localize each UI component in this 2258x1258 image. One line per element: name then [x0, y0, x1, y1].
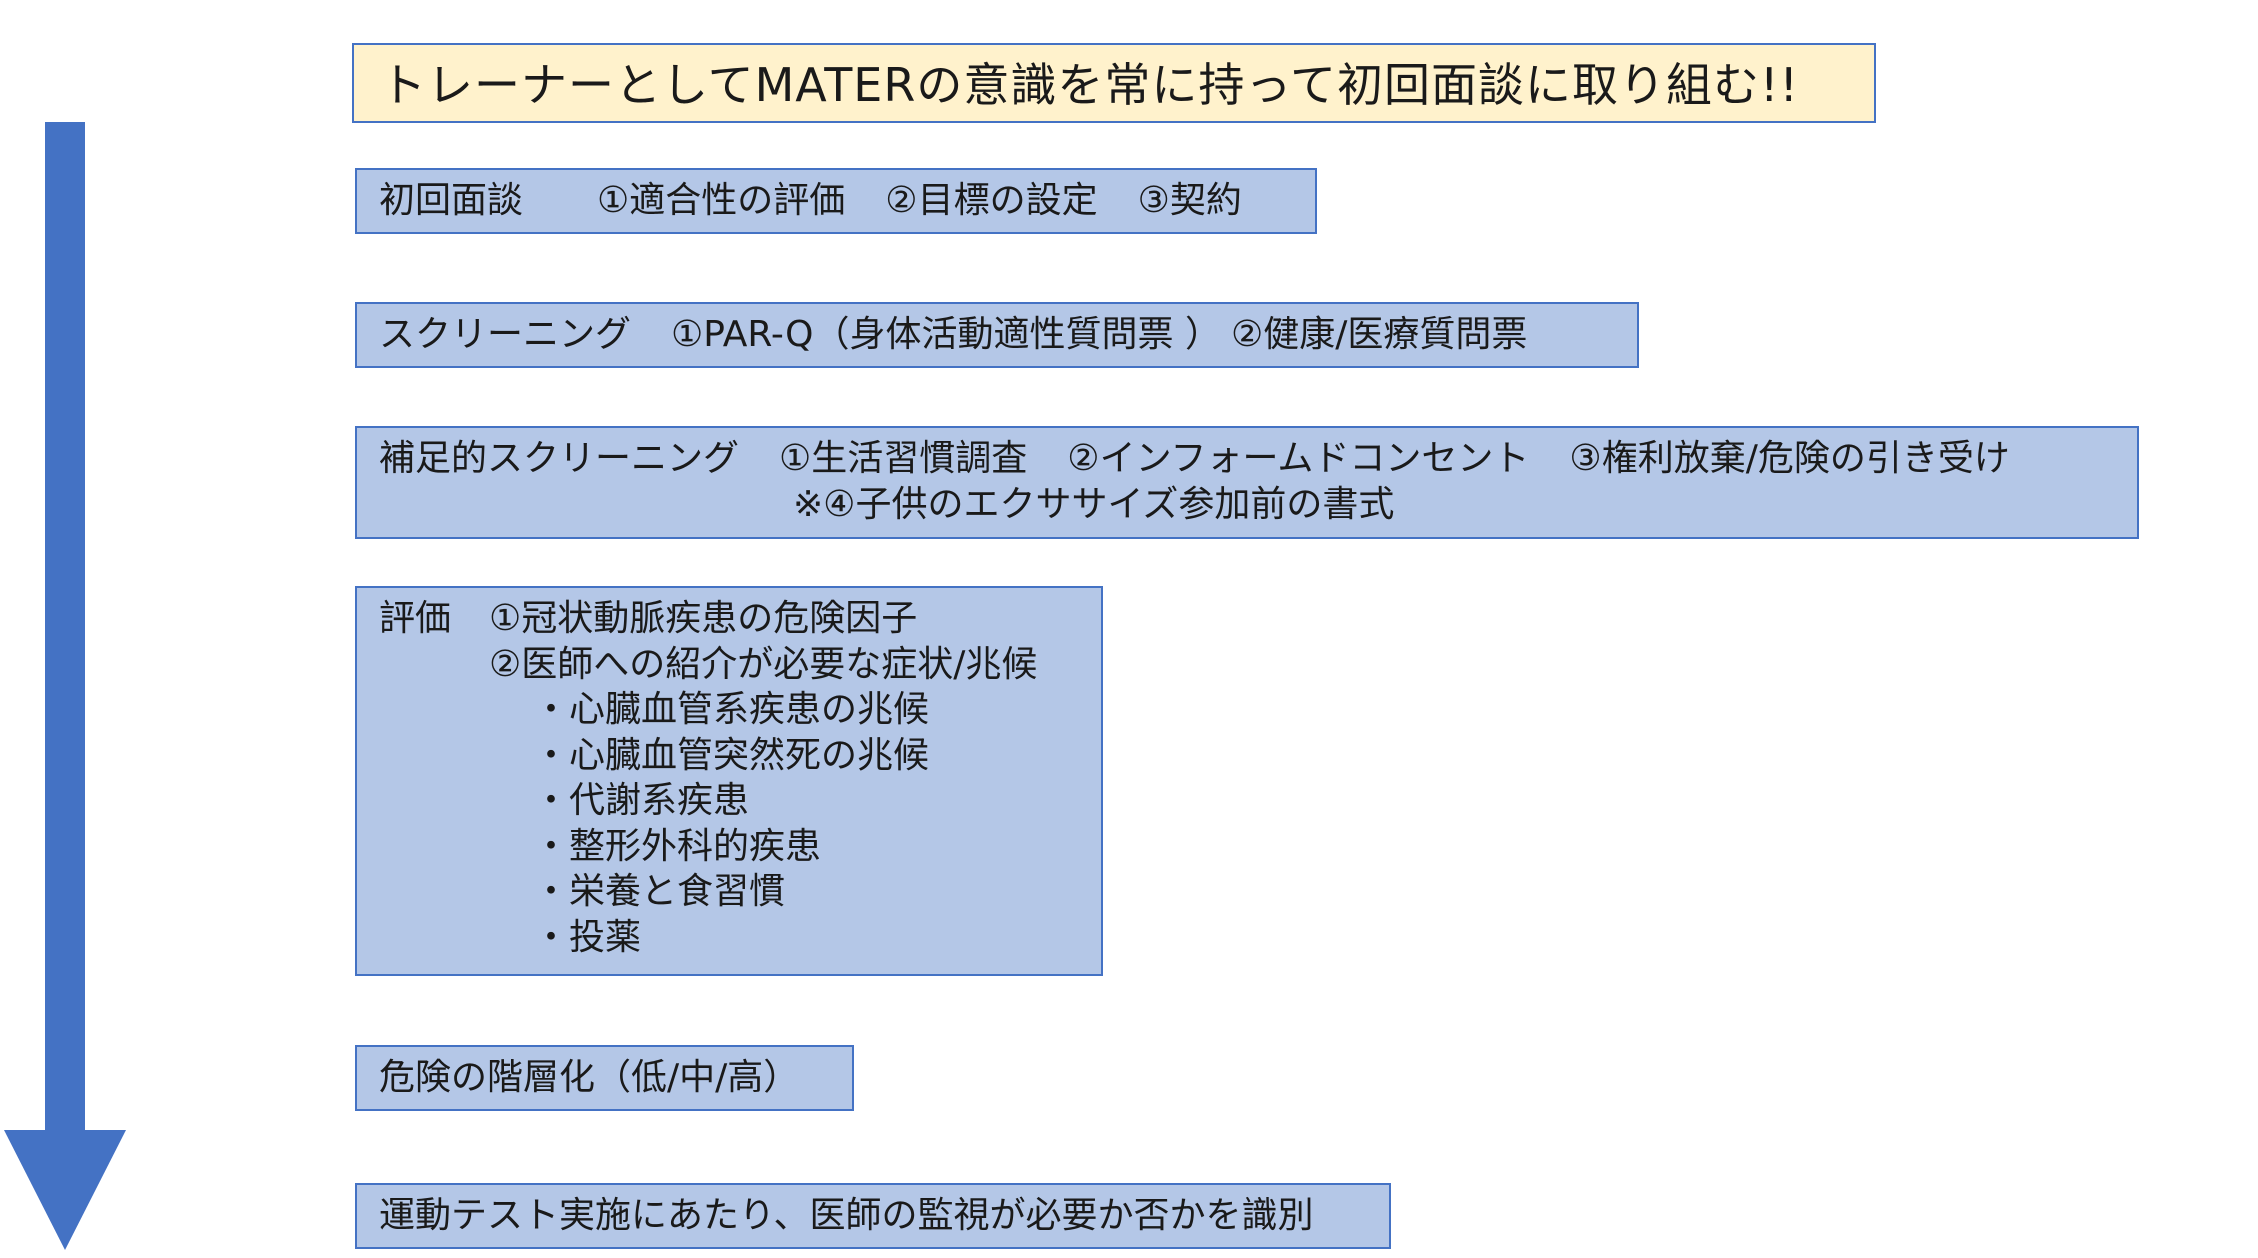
- evaluation-sub-item: ・代謝系疾患: [533, 780, 750, 821]
- step-screening-item1: ①PAR-Q（身体活動適性質問票 ）: [671, 314, 1221, 355]
- step-supervision: 運動テスト実施にあたり、医師の監視が必要か否かを識別: [355, 1183, 1391, 1249]
- evaluation-sub-item: ・投薬: [533, 916, 642, 958]
- step-supplementary-label: 補足的スクリーニング: [379, 438, 740, 479]
- page-title: トレーナーとしてMATERの意識を常に持って初回面談に取り組む!!: [380, 58, 1799, 112]
- step-risk-stratification: 危険の階層化（低/中/高）: [355, 1045, 854, 1111]
- arrow-head: [4, 1130, 126, 1250]
- evaluation-sub-item: ・栄養と食習慣: [533, 871, 786, 912]
- step-evaluation-item2: ②医師への紹介が必要な症状/兆候: [489, 643, 1038, 685]
- step-initial-interview-label: 初回面談: [379, 180, 524, 221]
- arrow-shaft: [45, 122, 85, 1132]
- step-evaluation-item1: ①冠状動脈疾患の危険因子: [489, 598, 918, 639]
- title-box: トレーナーとしてMATERの意識を常に持って初回面談に取り組む!!: [352, 43, 1876, 123]
- step-screening-item2: ②健康/医療質問票: [1230, 314, 1528, 355]
- step-evaluation: 評価 ①冠状動脈疾患の危険因子 ②医師への紹介が必要な症状/兆候 ・心臓血管系疾患…: [355, 586, 1103, 976]
- step-initial-interview-item1: ①適合性の評価: [597, 180, 846, 221]
- step-supplementary-item2: ②インフォームドコンセント: [1067, 438, 1530, 479]
- step-risk-stratification-label: 危険の階層化（低/中/高）: [379, 1057, 800, 1098]
- step-initial-interview-item3: ③契約: [1137, 180, 1242, 221]
- step-supplementary-item4: ※④子供のエクササイズ参加前の書式: [793, 484, 1395, 525]
- evaluation-sub-item: ・整形外科的疾患: [533, 825, 822, 867]
- evaluation-sub-item: ・心臓血管突然死の兆候: [533, 734, 930, 776]
- step-supplementary-item3: ③権利放棄/危険の引き受け: [1569, 438, 2010, 479]
- flow-down-arrow: [4, 122, 126, 1250]
- evaluation-sub-item: ・心臓血管系疾患の兆候: [533, 689, 930, 730]
- step-evaluation-label: 評価: [379, 598, 452, 639]
- step-screening: スクリーニング ①PAR-Q（身体活動適性質問票 ）②健康/医療質問票: [355, 302, 1639, 368]
- step-supplementary-screening: 補足的スクリーニング ①生活習慣調査 ②インフォームドコンセント ③権利放棄/危険の引…: [355, 426, 2139, 539]
- step-supervision-label: 運動テスト実施にあたり、医師の監視が必要か否かを識別: [379, 1195, 1314, 1236]
- step-screening-label: スクリーニング: [379, 314, 632, 355]
- step-initial-interview: 初回面談 ①適合性の評価 ②目標の設定 ③契約: [355, 168, 1317, 234]
- step-initial-interview-item2: ②目標の設定: [885, 180, 1098, 221]
- step-supplementary-item1: ①生活習慣調査: [779, 438, 1028, 479]
